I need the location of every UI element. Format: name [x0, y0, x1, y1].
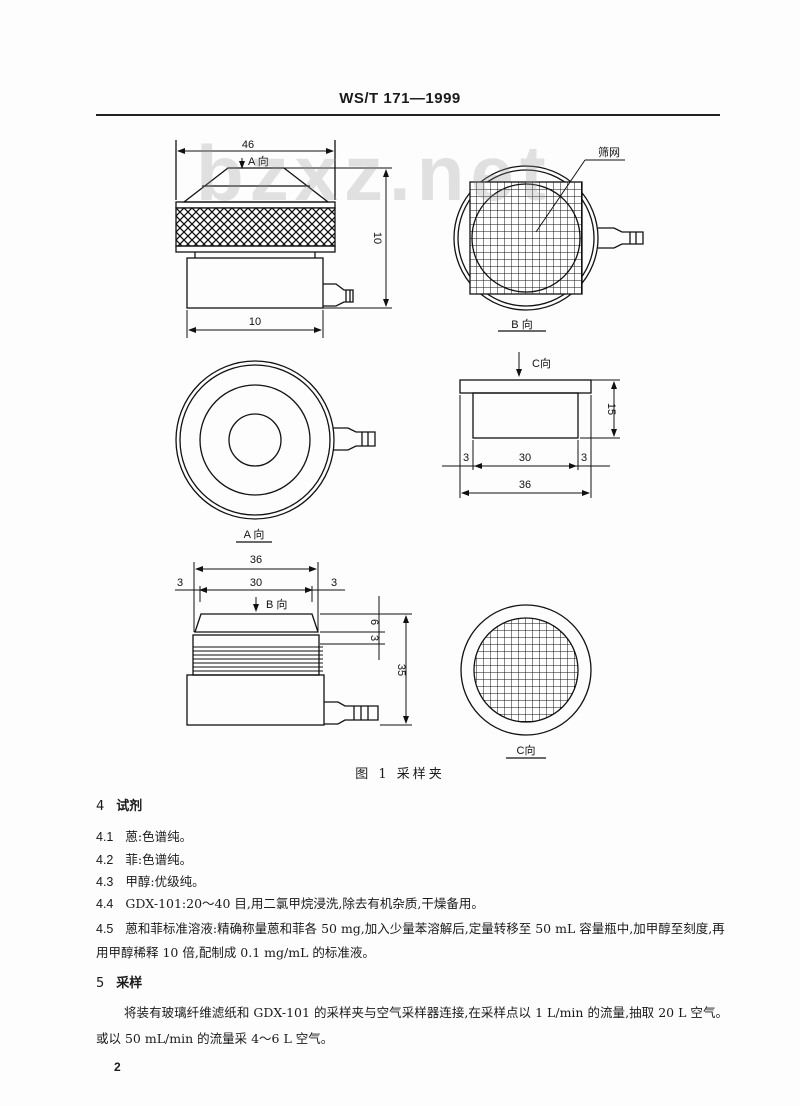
section-number: 4	[96, 799, 105, 814]
section-title: 采样	[116, 976, 143, 991]
view-b-drawing	[453, 159, 644, 332]
page-number: 2	[114, 1060, 121, 1074]
side-dim-3-right: 3	[331, 577, 337, 589]
side-dim-35: 35	[395, 664, 407, 676]
sampling-paragraph: 将装有玻璃纤维滤纸和 GDX-101 的采样夹与空气采样器连接,在采样点以 1 …	[96, 1005, 728, 1046]
dim-height-10: 10	[371, 232, 383, 244]
section-number: 5	[96, 976, 105, 991]
view-a-label: A 向	[244, 527, 265, 541]
dim-36: 36	[519, 479, 531, 491]
figure-sampling-clip: 46 A 向 10 10 筛网 B 向	[175, 139, 644, 759]
section-4-heading: 4 试剂	[96, 795, 142, 814]
side-view-drawing	[175, 562, 412, 726]
arrow-label-b: B 向	[266, 597, 287, 611]
mesh-callout: 筛网	[598, 145, 620, 159]
dim-3-left: 3	[463, 452, 469, 464]
side-dim-3-lower: 3	[368, 635, 380, 641]
side-dim-3-left: 3	[177, 577, 183, 589]
figure-caption: 图 1 采样夹	[355, 767, 445, 782]
dim-15: 15	[605, 403, 617, 415]
view-a-drawing	[175, 360, 376, 543]
c-section-drawing	[442, 352, 620, 498]
section-title: 试剂	[116, 799, 143, 814]
dim-3-right: 3	[581, 452, 587, 464]
arrow-label-c: C向	[532, 356, 551, 370]
view-b-label: B 向	[511, 317, 532, 331]
front-view	[175, 140, 392, 338]
standard-code: WS/T 171—1999	[339, 90, 461, 107]
side-dim-30: 30	[250, 577, 262, 589]
dim-30: 30	[519, 452, 531, 464]
dim-10: 10	[249, 316, 261, 328]
section-5-heading: 5 采样	[96, 972, 142, 991]
side-dim-36: 36	[250, 554, 262, 566]
view-c-drawing	[460, 604, 592, 759]
header-rule	[96, 114, 720, 116]
arrow-label-a: A 向	[248, 154, 269, 168]
dim-46: 46	[242, 139, 254, 151]
side-dim-6: 6	[368, 619, 380, 625]
view-c-label: C向	[517, 743, 536, 757]
